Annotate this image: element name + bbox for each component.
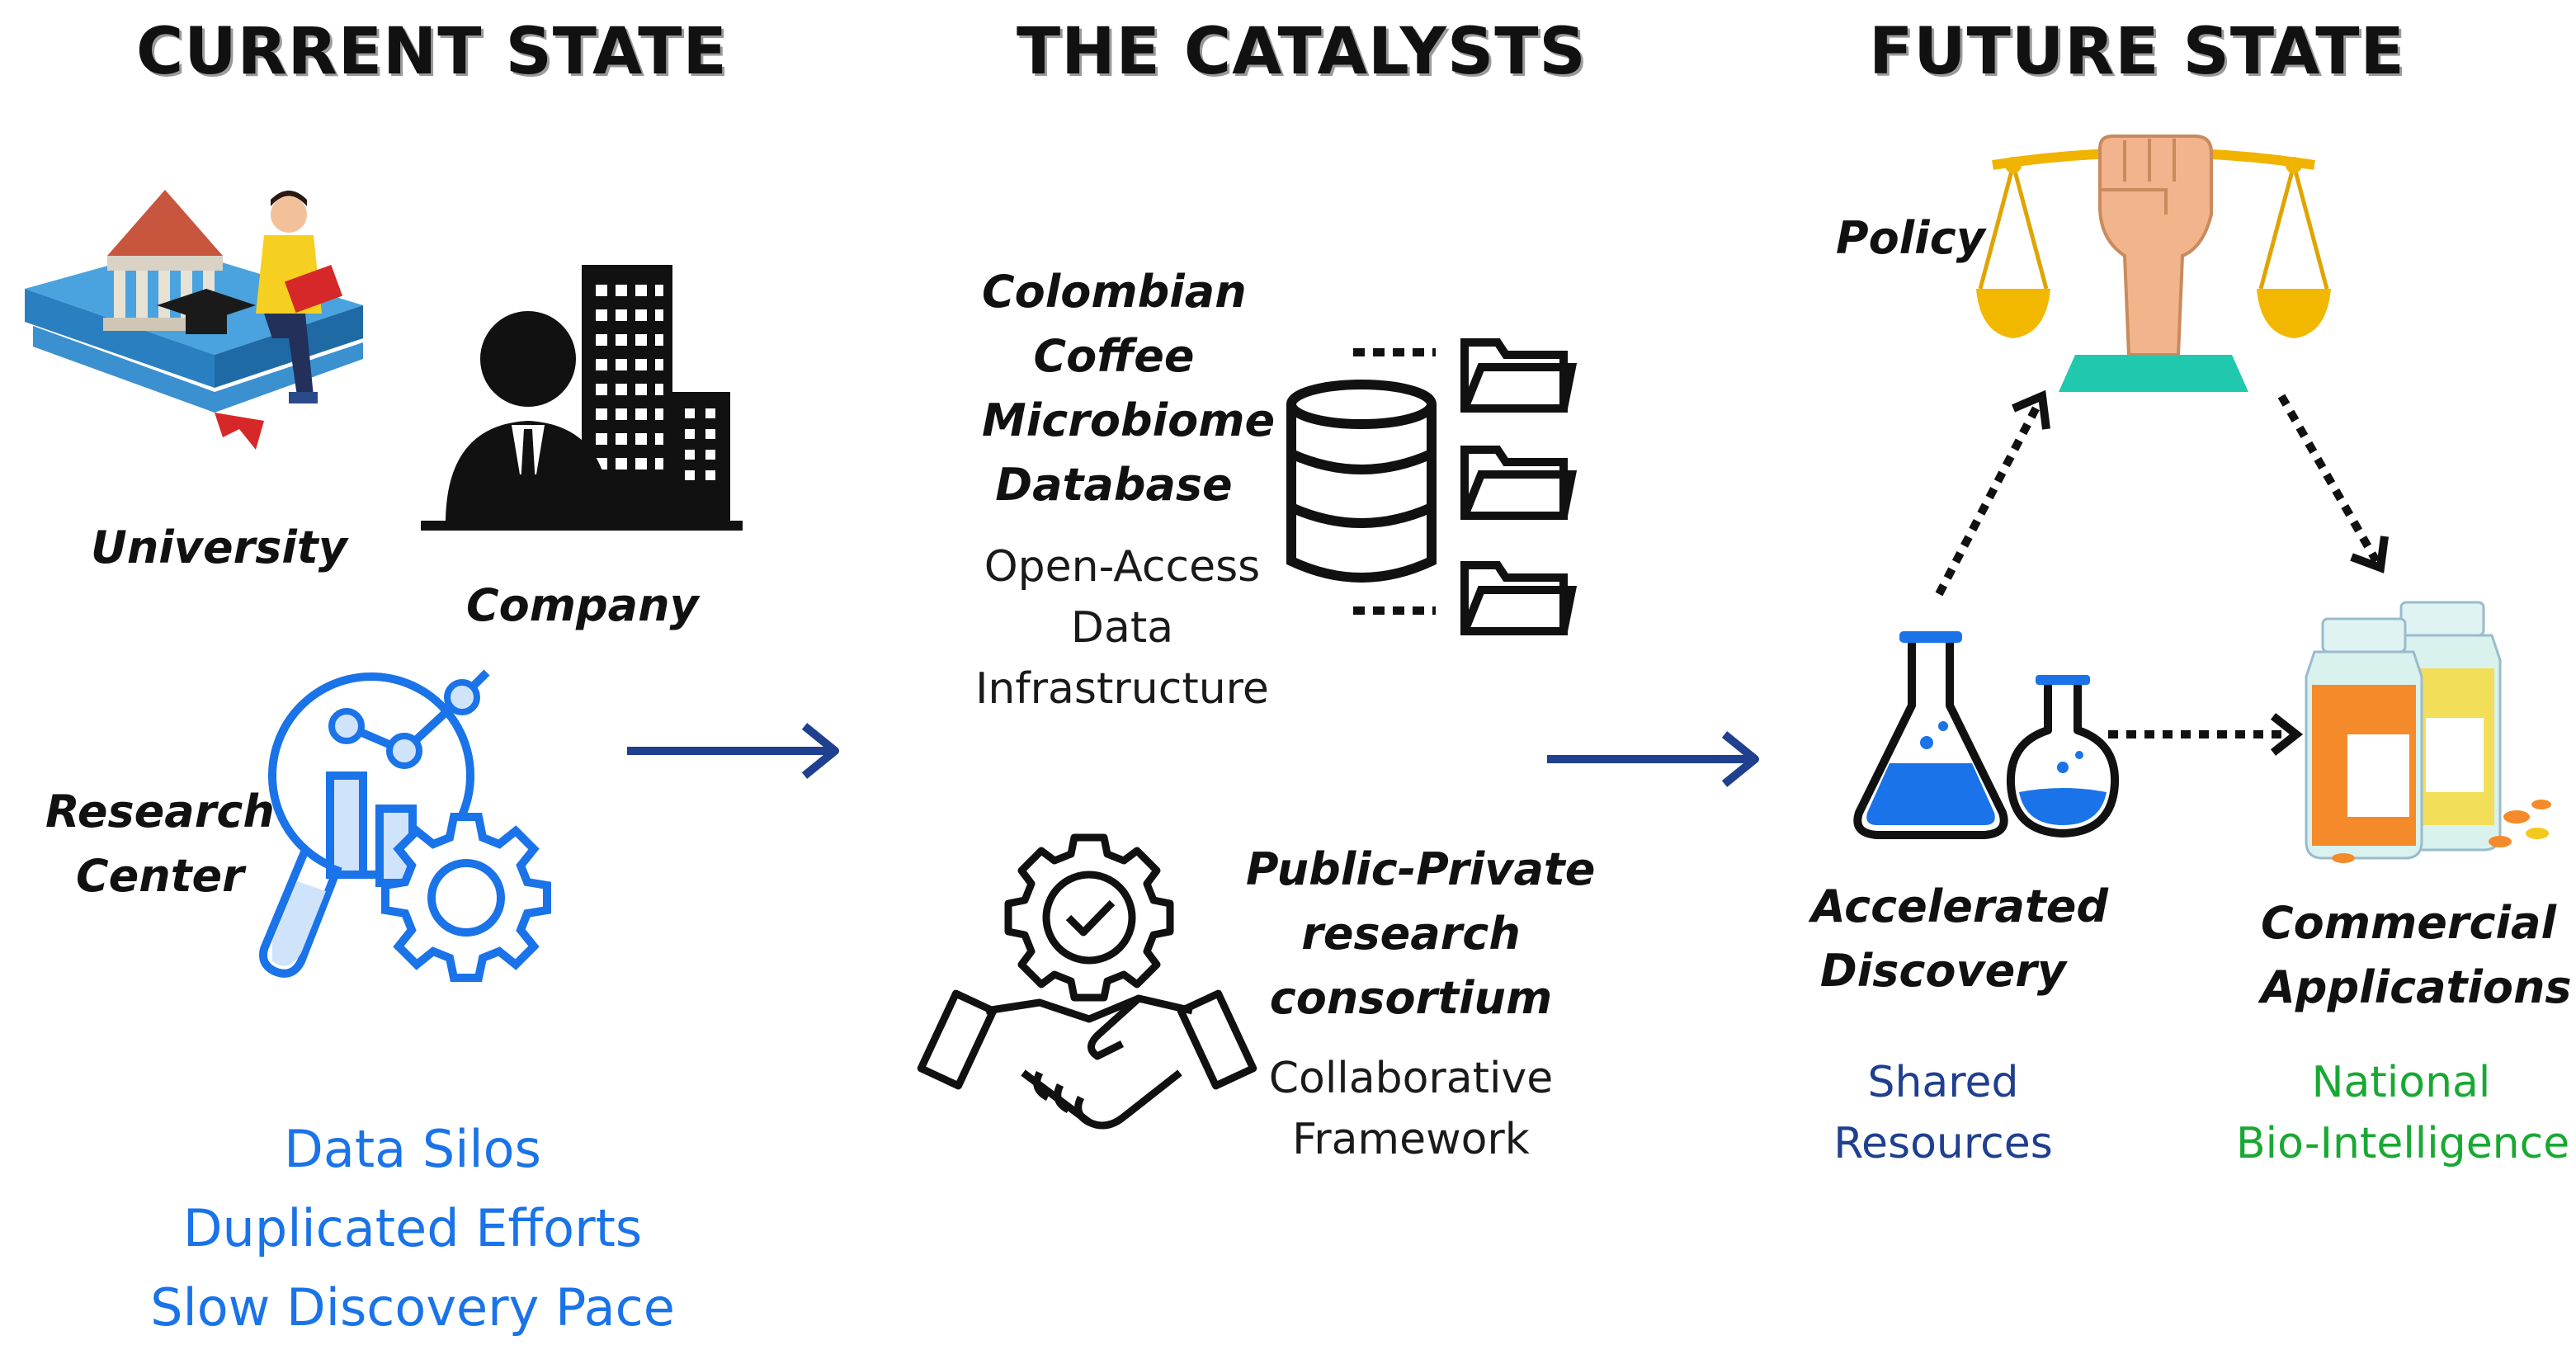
dotted-arrow-down-icon (2277, 394, 2389, 573)
dotted-arrow-up-icon (1935, 389, 2050, 597)
handshake-gear-icon (917, 833, 1257, 1130)
company-label: Company (466, 579, 699, 631)
discovery-title: Accelerated Discovery (1811, 880, 2109, 997)
research-center-label: Research Center (45, 786, 275, 902)
flask-icon (1853, 631, 2120, 839)
database-icon (1286, 380, 1437, 583)
database-title: Colombian Coffee Microbiome Database (982, 266, 1276, 511)
database-description: Open-Access Data Infrastructure (975, 542, 1269, 714)
research-center-icon (259, 669, 551, 982)
policy-label: Policy (1836, 212, 1985, 264)
discovery-description: Shared Resources (1833, 1058, 2053, 1168)
commercial-title: Commercial Applications (2261, 897, 2572, 1013)
company-icon (421, 265, 743, 531)
problem-duplicated-efforts: Duplicated Efforts (182, 1198, 643, 1258)
commercial-description: National Bio-Intelligence (2236, 1058, 2570, 1168)
problem-slow-discovery: Slow Discovery Pace (150, 1277, 675, 1338)
problem-data-silos: Data Silos (284, 1119, 541, 1179)
arrow-right-icon (627, 723, 839, 779)
scales-fist-icon (1976, 134, 2331, 392)
folder-icon (1353, 338, 1578, 635)
consortium-title: Public-Private research consortium (1246, 843, 1596, 1024)
dotted-arrow-right-icon (2108, 713, 2304, 756)
heading-catalysts: THE CATALYSTS (1017, 15, 1587, 89)
problem-list: Data Silos Duplicated Efforts Slow Disco… (83, 1110, 743, 1347)
university-label: University (91, 521, 347, 573)
heading-future-state: FUTURE STATE (1869, 15, 2405, 89)
heading-current-state: CURRENT STATE (136, 15, 728, 89)
medicine-bottles-icon (2305, 601, 2551, 863)
consortium-description: Collaborative Framework (1268, 1054, 1554, 1164)
arrow-right-icon (1547, 731, 1759, 787)
university-icon (25, 190, 363, 450)
